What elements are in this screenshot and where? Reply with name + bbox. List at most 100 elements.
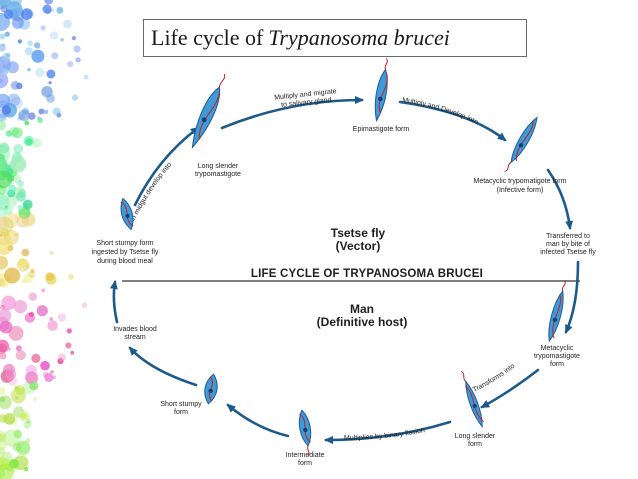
label-epimastigote: Epimastigote form — [353, 126, 410, 133]
decorative-bubble — [34, 42, 41, 49]
decorative-bubble — [3, 205, 13, 215]
arrow-transforms — [480, 368, 540, 409]
decorative-bubble — [2, 212, 19, 229]
label-metacyclic-man-3: form — [550, 361, 564, 368]
decorative-bubble — [15, 82, 23, 90]
decorative-bubble — [0, 216, 8, 230]
decorative-bubble — [0, 120, 6, 131]
decorative-bubble — [3, 413, 16, 425]
decorative-bubble — [44, 0, 54, 5]
decorative-bubble — [0, 396, 6, 403]
decorative-bubble — [60, 38, 64, 42]
decorative-bubble — [4, 31, 10, 37]
decorative-bubble — [8, 127, 19, 137]
decorative-bubble — [56, 112, 62, 118]
decorative-bubble — [21, 248, 30, 257]
decorative-bubble — [8, 184, 17, 193]
label-stumpy-ingested-1: Short stumpy form — [96, 240, 153, 247]
decorative-bubble — [23, 135, 34, 147]
decorative-bubble — [0, 194, 7, 207]
decorative-bubble — [67, 61, 74, 67]
decorative-bubble — [23, 421, 32, 429]
decorative-bubble — [10, 388, 26, 404]
decorative-bubble — [2, 64, 8, 70]
decorative-bubble — [0, 256, 8, 270]
decorative-bubble — [17, 39, 23, 44]
parasite-metacyclic-fly-icon — [504, 116, 538, 173]
label-intermediate-1: Intermediate — [286, 452, 325, 459]
decorative-bubble — [1, 105, 11, 115]
definitive-host-name: Man — [350, 302, 374, 316]
definitive-host-role: (Definitive host) — [317, 315, 408, 329]
decorative-bubble — [36, 305, 48, 317]
decorative-bubble — [41, 86, 53, 98]
decorative-bubble — [21, 279, 26, 284]
decorative-bubble — [17, 204, 23, 210]
label-transferred-2: man by bite of — [546, 241, 590, 248]
parasite-long-slender-fly-icon — [191, 73, 226, 149]
slide-title-italic: Trypanosoma brucei — [268, 25, 450, 50]
decorative-bubble — [40, 360, 50, 371]
parasite-icons — [120, 58, 566, 457]
decorative-bubble — [8, 325, 24, 341]
parasite-epimastigote-icon — [374, 58, 388, 123]
decorative-bubble — [4, 231, 10, 237]
arrow-multiply-develop — [398, 100, 507, 142]
decorative-bubble — [24, 120, 30, 126]
decorative-bubble — [0, 278, 5, 286]
decorative-bubble — [0, 71, 9, 89]
decorative-bubble — [0, 233, 3, 237]
decorative-bubble — [0, 43, 6, 52]
decorative-bubble — [11, 16, 24, 29]
label-long-slender-form-2: form — [468, 441, 482, 448]
decorative-bubble — [18, 109, 30, 122]
label-long-slender-tryp-2: trypomastigote — [195, 171, 241, 178]
label-multiply-develop: Multiply and Develop into — [402, 97, 479, 126]
decorative-bubble — [24, 47, 33, 56]
decorative-bubble — [28, 292, 37, 301]
decorative-bubble — [66, 328, 73, 334]
decorative-bubble — [0, 93, 11, 108]
decorative-bubble — [17, 258, 28, 268]
decorative-bubble — [16, 214, 30, 228]
decorative-bubble — [42, 371, 49, 378]
decorative-bubble — [27, 67, 31, 72]
decorative-bubble — [7, 93, 21, 107]
label-invades-blood-2: stream — [124, 334, 146, 341]
decorative-bubble — [28, 112, 36, 120]
label-metacyclic-fly-1: Metacyclic trypomatigote form — [474, 178, 567, 185]
decorative-bubble — [49, 31, 59, 40]
decorative-bubble — [21, 8, 33, 20]
decorative-bubble — [81, 302, 88, 309]
decorative-bubble — [0, 170, 13, 189]
decorative-bubble — [50, 8, 55, 12]
decorative-bubble — [1, 295, 16, 311]
decorative-bubble — [15, 345, 22, 352]
decorative-bubble — [41, 288, 46, 293]
decorative-bubble — [71, 94, 79, 101]
decorative-bubble — [46, 69, 56, 79]
label-long-slender-form-1: Long slender — [455, 433, 496, 440]
decorative-bubble — [12, 174, 22, 184]
decorative-bubble — [38, 108, 45, 115]
decorative-bubble — [0, 304, 5, 310]
decorative-bubble — [3, 232, 8, 237]
decorative-bubble — [0, 463, 14, 479]
decorative-bubble — [4, 229, 15, 240]
decorative-bubble — [17, 180, 25, 187]
parasite-intermediate-icon — [298, 409, 312, 457]
decorative-bubble — [22, 199, 33, 210]
arrow-multiply-migrate — [220, 96, 364, 130]
decorative-bubble — [13, 300, 28, 314]
decorative-bubble — [6, 61, 19, 74]
decorative-bubble — [26, 418, 31, 424]
decorative-bubble — [58, 353, 66, 362]
decorative-bubble — [31, 353, 41, 363]
decorative-bubble — [3, 9, 14, 20]
decorative-bubble — [43, 109, 49, 115]
decorative-bubble — [26, 438, 30, 443]
parasite-short-stumpy-man-icon — [204, 373, 218, 405]
